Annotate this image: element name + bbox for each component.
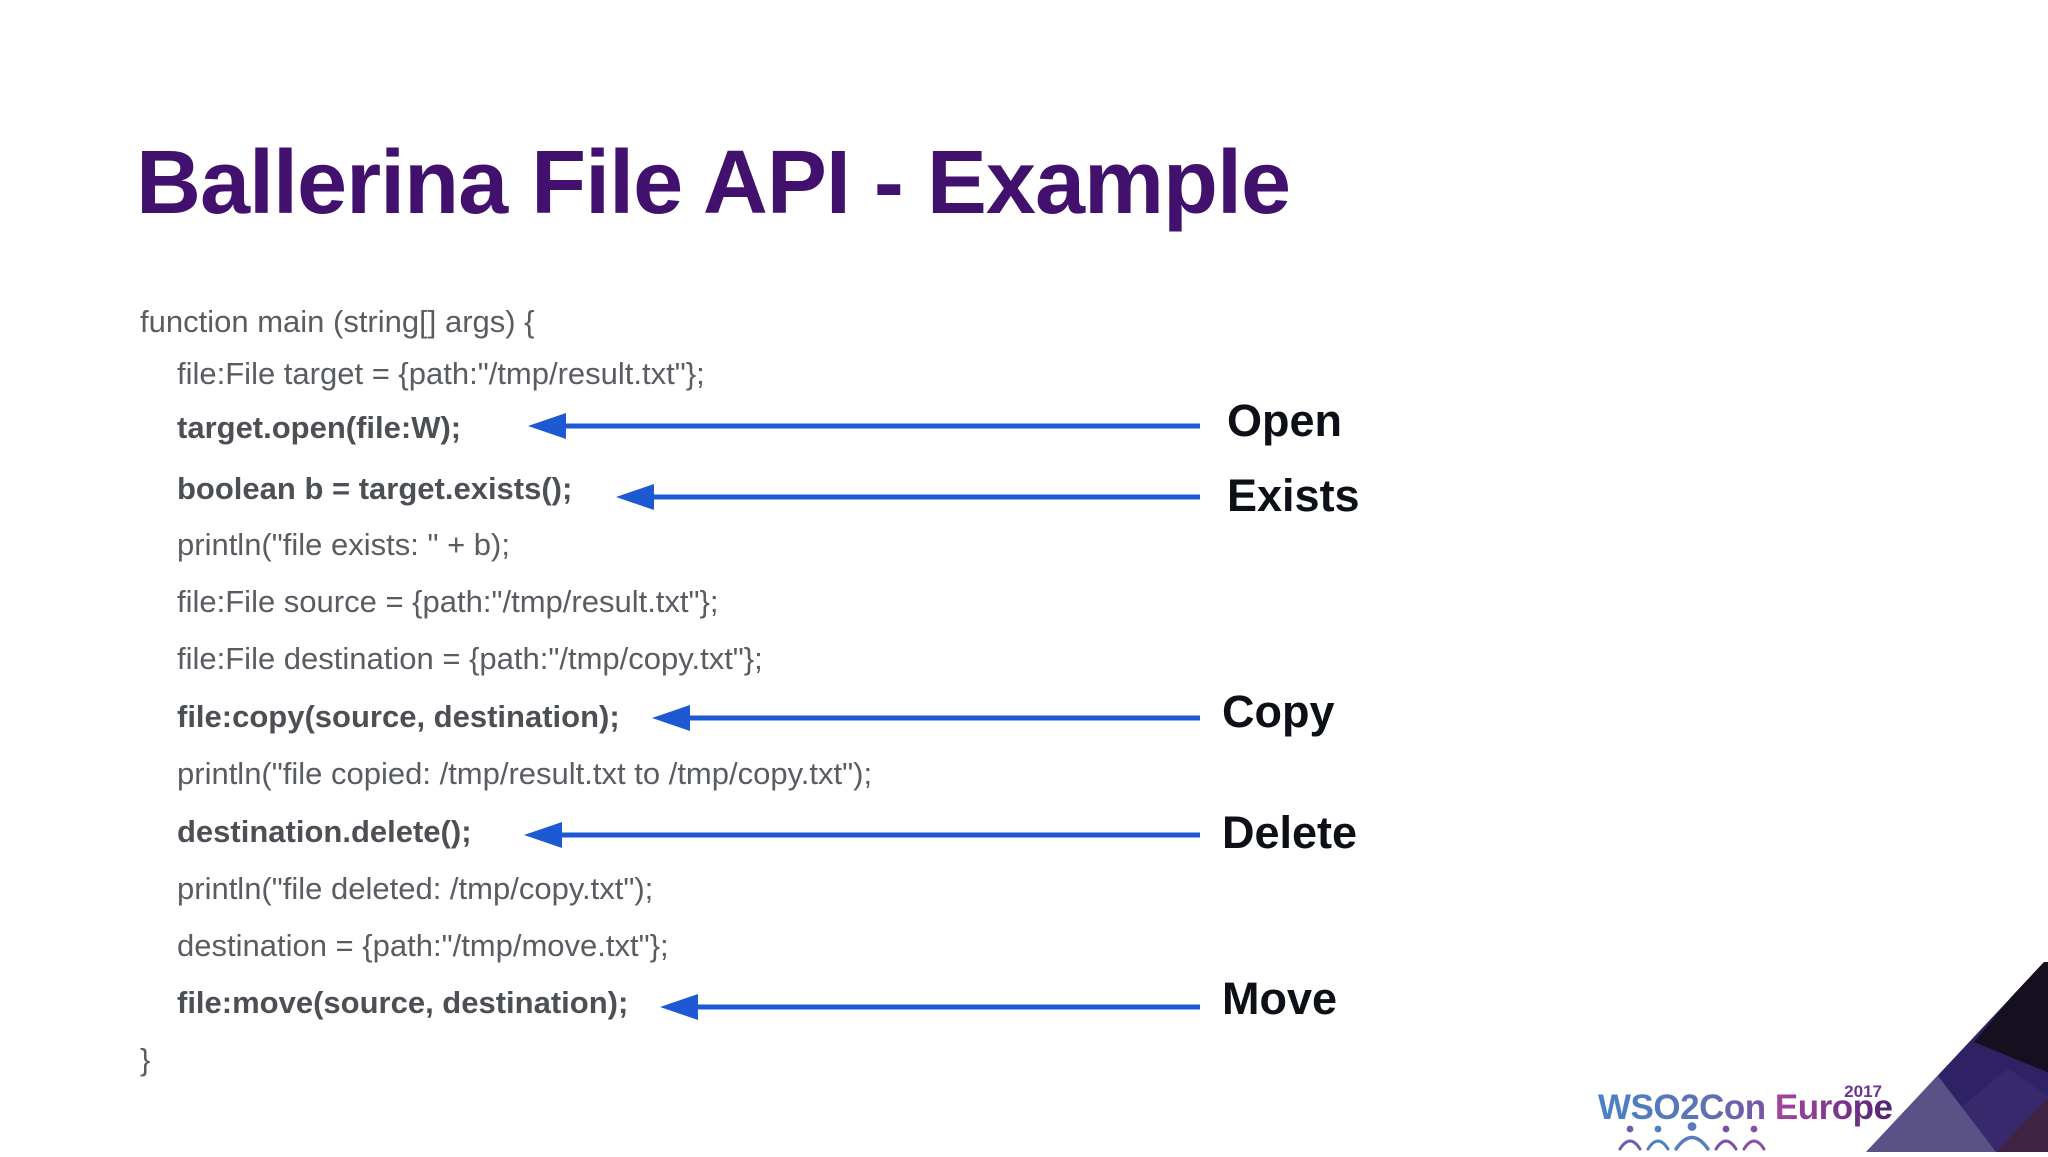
- code-line: }: [140, 1042, 151, 1077]
- code-line: function main (string[] args) {: [140, 304, 535, 339]
- code-line: destination = {path:"/tmp/move.txt"};: [177, 928, 669, 963]
- arrow-copy-icon: [652, 705, 1200, 731]
- code-line-highlight-exists: boolean b = target.exists();: [177, 471, 573, 506]
- corner-decoration-graphic: [1866, 962, 2048, 1152]
- slide-title: Ballerina File API - Example: [136, 133, 1291, 233]
- code-line-highlight-move: file:move(source, destination);: [177, 985, 629, 1020]
- arrow-open-icon: [528, 413, 1200, 439]
- logo-brand-text: WSO2Con: [1598, 1088, 1766, 1127]
- arrow-exists-icon: [616, 484, 1200, 510]
- code-line: file:File destination = {path:"/tmp/copy…: [177, 641, 763, 676]
- annotation-label-move: Move: [1222, 973, 1338, 1024]
- wso2con-logo-text: WSO2Con Europe 2017: [1598, 1082, 1918, 1127]
- code-line: println("file exists: " + b);: [177, 527, 510, 562]
- code-line-highlight-copy: file:copy(source, destination);: [177, 699, 620, 734]
- code-line: println("file deleted: /tmp/copy.txt");: [177, 871, 654, 906]
- annotation-label-exists: Exists: [1227, 470, 1360, 521]
- code-line: file:File source = {path:"/tmp/result.tx…: [177, 584, 719, 619]
- arrow-move-icon: [660, 994, 1200, 1020]
- arrow-delete-icon: [524, 822, 1200, 848]
- annotation-label-delete: Delete: [1222, 807, 1358, 858]
- code-line: file:File target = {path:"/tmp/result.tx…: [177, 356, 705, 391]
- annotation-label-copy: Copy: [1222, 686, 1335, 737]
- people-icon: [1618, 1122, 1766, 1151]
- code-line-highlight-open: target.open(file:W);: [177, 410, 462, 445]
- logo-event-text: Europe: [1774, 1088, 1893, 1127]
- annotation-label-open: Open: [1227, 395, 1343, 446]
- code-line-highlight-delete: destination.delete();: [177, 814, 472, 849]
- code-line: println("file copied: /tmp/result.txt to…: [177, 756, 873, 791]
- wso2con-logo: WSO2Con Europe 2017: [1598, 1082, 1918, 1157]
- logo-year-text: 2017: [1844, 1082, 1882, 1101]
